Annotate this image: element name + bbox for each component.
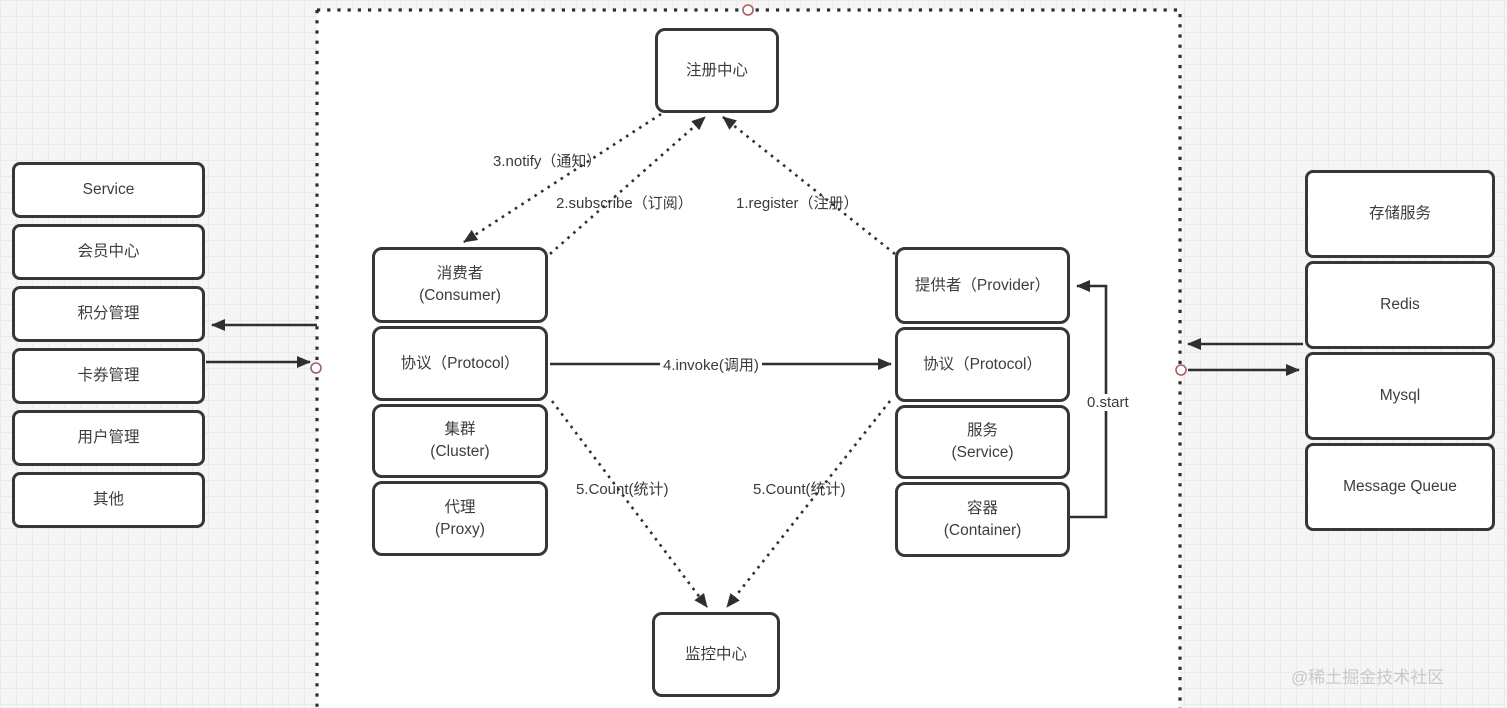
service-node: 服务 (Service) — [895, 405, 1070, 479]
register-arrow — [722, 115, 896, 256]
subscribe-arrow — [549, 116, 706, 255]
monitor-node: 监控中心 — [652, 612, 780, 697]
left-panel-item-service: Service — [12, 162, 205, 218]
provider-protocol-node: 协议（Protocol） — [895, 327, 1070, 402]
subscribe-label: 2.subscribe（订阅） — [556, 195, 693, 212]
provider-node: 提供者（Provider） — [895, 247, 1070, 324]
start-label: 0.start — [1084, 394, 1132, 411]
connection-point-right — [1175, 364, 1187, 376]
left-panel-item-user-mgmt: 用户管理 — [12, 410, 205, 466]
proxy-node: 代理 (Proxy) — [372, 481, 548, 556]
connection-point-left — [310, 362, 322, 374]
consumer-protocol-node: 协议（Protocol） — [372, 326, 548, 401]
left-panel-item-points-mgmt: 积分管理 — [12, 286, 205, 342]
right-panel-item-message-queue: Message Queue — [1305, 443, 1495, 531]
invoke-label: 4.invoke(调用) — [660, 354, 762, 375]
left-panel-item-other: 其他 — [12, 472, 205, 528]
connection-point-top — [742, 4, 754, 16]
juejin-watermark: @稀土掘金技术社区 — [1291, 668, 1445, 687]
notify-arrow — [463, 112, 662, 244]
count-left-label: 5.Count(统计) — [576, 481, 669, 498]
registry-node: 注册中心 — [655, 28, 779, 113]
cluster-node: 集群 (Cluster) — [372, 404, 548, 478]
left-panel-item-member-center: 会员中心 — [12, 224, 205, 280]
right-panel-item-redis: Redis — [1305, 261, 1495, 349]
notify-label: 3.notify（通知） — [493, 153, 602, 170]
right-panel-item-mysql: Mysql — [1305, 352, 1495, 440]
left-panel-item-coupon-mgmt: 卡券管理 — [12, 348, 205, 404]
container-node: 容器 (Container) — [895, 482, 1070, 557]
register-label: 1.register（注册） — [736, 195, 859, 212]
right-panel-item-storage: 存储服务 — [1305, 170, 1495, 258]
count-right-arrow — [725, 400, 892, 608]
count-right-label: 5.Count(统计) — [753, 481, 846, 498]
consumer-node: 消费者 (Consumer) — [372, 247, 548, 323]
